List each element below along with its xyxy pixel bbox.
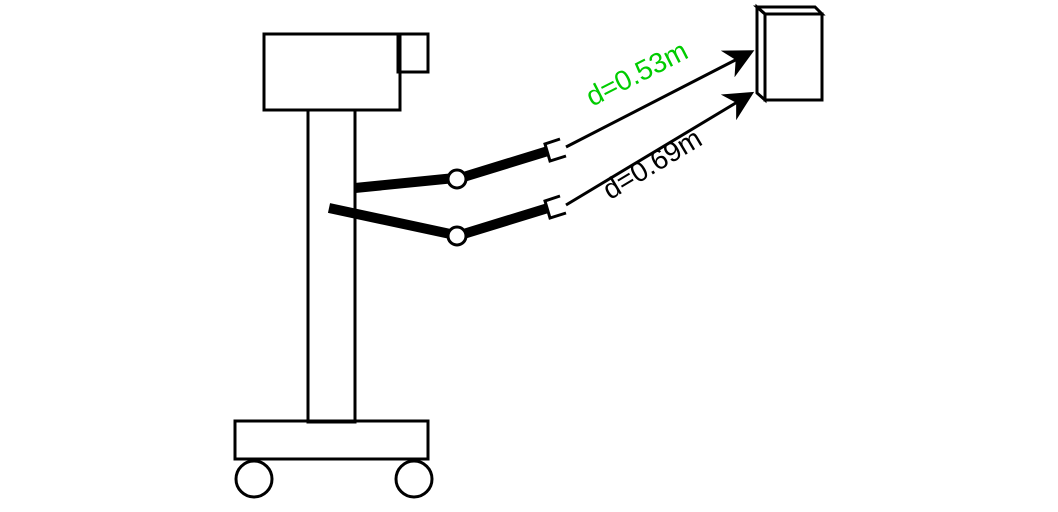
upper-arm-segment-2 bbox=[455, 146, 550, 184]
upper-distance-label: d=0.53m bbox=[581, 35, 693, 112]
robot-column bbox=[306, 108, 357, 424]
upper-arm-segment-1 bbox=[354, 173, 456, 193]
lower-distance-label: d=0.69m bbox=[597, 122, 707, 205]
upper-arm-joint bbox=[446, 168, 468, 190]
target-box-front bbox=[763, 12, 824, 102]
right-wheel bbox=[394, 459, 434, 499]
robot-head-side-box bbox=[396, 32, 430, 74]
lower-gripper bbox=[543, 194, 567, 220]
upper-distance-arrow bbox=[565, 50, 755, 149]
target-box-side bbox=[755, 3, 767, 104]
target-box bbox=[753, 3, 826, 104]
robot-head bbox=[262, 32, 402, 112]
lower-distance-arrow bbox=[565, 91, 755, 207]
left-wheel bbox=[234, 459, 274, 499]
robot-cart bbox=[233, 32, 434, 499]
lower-arm bbox=[327, 194, 567, 247]
lower-arm-joint bbox=[446, 225, 468, 247]
lower-arm-segment-1 bbox=[327, 203, 457, 240]
robot-base bbox=[233, 419, 430, 461]
lower-arm-segment-2 bbox=[455, 203, 550, 241]
upper-arm bbox=[354, 137, 567, 193]
upper-gripper bbox=[543, 137, 567, 163]
target-box-top bbox=[753, 5, 826, 16]
